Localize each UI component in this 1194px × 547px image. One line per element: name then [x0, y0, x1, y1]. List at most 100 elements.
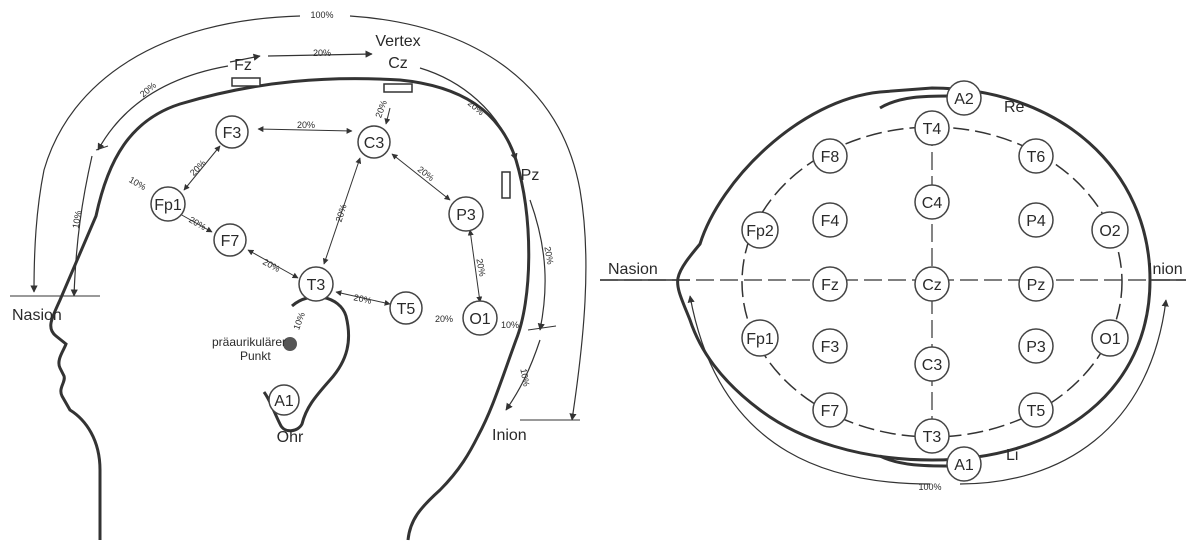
top-head-outline — [676, 86, 1152, 462]
electrode-t4: T4 — [914, 110, 950, 146]
electrode-label: A1 — [274, 393, 294, 410]
electrode-label: Pz — [1027, 277, 1046, 294]
electrode-label: F8 — [821, 149, 840, 166]
electrode-label: O2 — [1099, 223, 1120, 240]
electrode-fp1: Fp1 — [741, 319, 779, 357]
electrode-label: F3 — [223, 125, 242, 142]
ear-label: Ohr — [277, 429, 304, 446]
electrode-label: T3 — [923, 429, 942, 446]
electrode-p4: P4 — [1018, 202, 1054, 238]
electrode-label: C3 — [922, 357, 943, 374]
electrode-a1: A1 — [268, 384, 300, 416]
electrode-o1: O1 — [1091, 319, 1129, 357]
pct-nasion-fp1: 10% — [127, 175, 148, 193]
inion-label: Inion — [492, 427, 527, 444]
preauricular-label-line1: präaurikulärer — [212, 335, 286, 349]
preauricular-label-line2: Punkt — [240, 349, 271, 363]
pct-t3-t5: 20% — [353, 292, 373, 306]
arc-outer — [30, 15, 301, 293]
pct-pz-inion: 20% — [542, 246, 555, 265]
electrode-label: C3 — [364, 135, 385, 152]
electrode-f8: F8 — [812, 138, 848, 174]
electrode-label: P4 — [1026, 213, 1046, 230]
electrode-label: P3 — [456, 207, 476, 224]
top-inion-label: Inion — [1148, 261, 1183, 278]
electrode-a1: A1 — [946, 446, 982, 482]
electrode-cz: Cz — [914, 266, 950, 302]
pct-cz-c3: 20% — [373, 99, 389, 119]
electrode-label: C4 — [922, 195, 943, 212]
electrode-label: A2 — [954, 91, 974, 108]
electrode-label: T4 — [923, 121, 942, 138]
head-outline — [49, 77, 531, 541]
pct-fp1-f7: 20% — [187, 215, 208, 233]
electrode-t5: T5 — [1018, 392, 1054, 428]
electrode-label: F7 — [221, 233, 240, 250]
vertex-label: Vertex — [375, 33, 420, 50]
pct-fz-cz: 20% — [313, 48, 331, 58]
electrode-pz: Pz — [1018, 266, 1054, 302]
electrode-label: Fp2 — [746, 223, 774, 240]
electrode-label: F3 — [821, 339, 840, 356]
electrode-c3: C3 — [914, 346, 950, 382]
electrode-label: Fp1 — [154, 197, 182, 214]
left-side-label: Li — [1006, 447, 1018, 464]
pct-rear-arc: 10% — [518, 368, 531, 387]
electrode-label: F4 — [821, 213, 840, 230]
electrode-label: O1 — [1099, 331, 1120, 348]
top-nasion-label: Nasion — [608, 261, 658, 278]
electrode-label: A1 — [954, 457, 974, 474]
pct-o1-inion: 10% — [501, 320, 519, 330]
electrode-label: F7 — [821, 403, 840, 420]
electrode-cz-label: Cz — [388, 55, 408, 72]
pct-total: 100% — [310, 10, 333, 20]
pct-f7-t3: 20% — [261, 257, 282, 274]
electrode-o2: O2 — [1091, 211, 1129, 249]
electrode-o1: O1 — [462, 300, 498, 336]
electrode-p3: P3 — [448, 196, 484, 232]
pct-cz-pz: 20% — [466, 98, 486, 117]
electrode-fz: Fz — [812, 266, 848, 302]
electrode-label: T3 — [307, 277, 326, 294]
preauricular-point — [283, 337, 297, 351]
electrode-fp1: Fp1 — [150, 186, 186, 222]
pct-p3-o1: 20% — [474, 258, 487, 277]
electrode-label: Fz — [821, 277, 839, 294]
electrode-a2: A2 — [946, 80, 982, 116]
electrode-p3: P3 — [1018, 328, 1054, 364]
electrode-f7: F7 — [213, 223, 247, 257]
electrode-label: T5 — [1027, 403, 1046, 420]
electrode-fp2: Fp2 — [741, 211, 779, 249]
electrode-label: T5 — [397, 301, 416, 318]
electrode-pz-label: Pz — [521, 167, 540, 184]
electrode-f7: F7 — [812, 392, 848, 428]
pct-c3-t3: 20% — [334, 203, 349, 223]
electrode-f3: F3 — [215, 115, 249, 149]
right-side-label: Re — [1004, 99, 1025, 116]
electrode-f3: F3 — [812, 328, 848, 364]
pct-front-arc: 10% — [71, 210, 84, 229]
electrode-t5: T5 — [389, 291, 423, 325]
top-pct-total: 100% — [918, 482, 941, 492]
ear-outline — [262, 295, 351, 433]
electrode-label: T6 — [1027, 149, 1046, 166]
electrode-fz-label: Fz — [234, 57, 252, 74]
pct-t5-o1: 20% — [435, 314, 453, 324]
top-view: A2 T4 F8 T6 C4 F4 P4 Fp2 — [600, 80, 1186, 492]
pct-ear-t3: 10% — [291, 311, 307, 331]
electrode-t3: T3 — [914, 418, 950, 454]
pct-f3-c3: 20% — [297, 120, 315, 130]
electrode-label: P3 — [1026, 339, 1046, 356]
electrode-label: Fp1 — [746, 331, 774, 348]
electrode-c4: C4 — [914, 184, 950, 220]
electrode-c3: C3 — [357, 125, 391, 159]
electrode-label: Cz — [922, 277, 942, 294]
pct-fp1-f3: 20% — [188, 158, 208, 178]
electrode-t6: T6 — [1018, 138, 1054, 174]
side-view: F3 C3 Fp1 P3 F7 T3 T5 O1 — [10, 10, 587, 541]
electrode-f4: F4 — [812, 202, 848, 238]
electrode-t3: T3 — [298, 266, 334, 302]
nasion-label: Nasion — [12, 307, 62, 324]
